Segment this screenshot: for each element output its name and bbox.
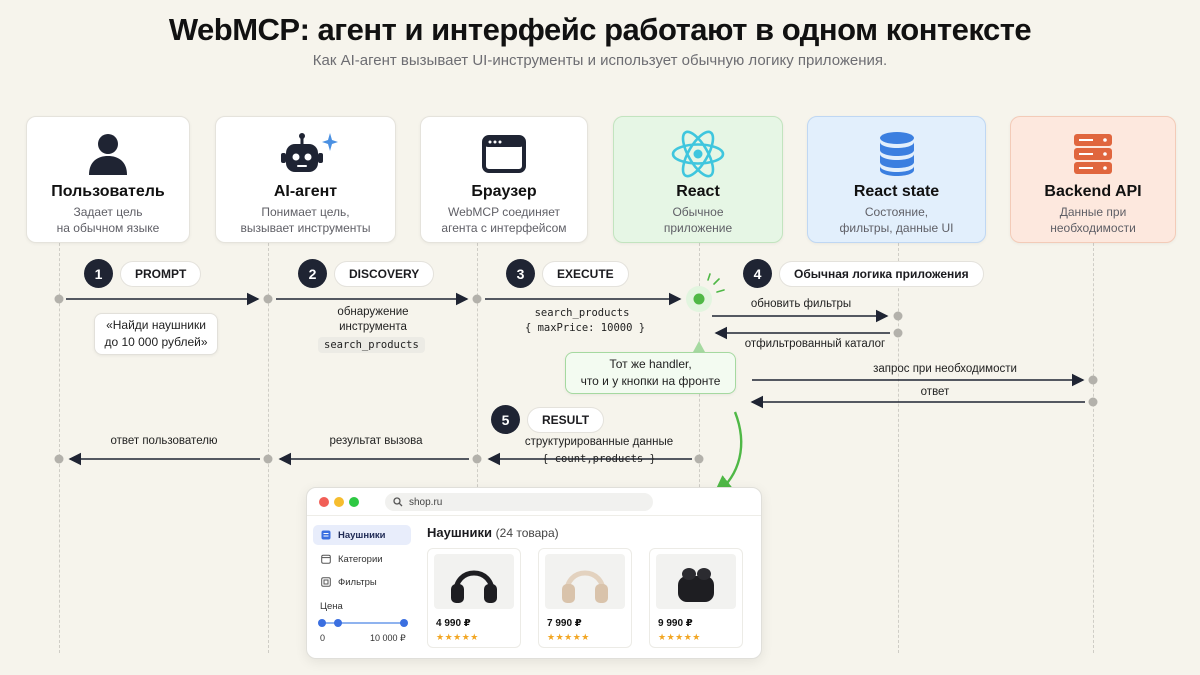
product-price: 7 990 ₽ — [547, 618, 582, 629]
call-result-label: результат вызова — [329, 435, 423, 447]
sidebar-item-label: Наушники — [338, 529, 386, 541]
robot-icon — [216, 131, 395, 177]
actor-card-browser: Браузер WebMCP соединяет агента с интерф… — [420, 116, 588, 243]
handler-note-text: Тот же handler, что и у кнопки на фронте — [580, 357, 721, 388]
arrow-to-ui — [712, 411, 743, 497]
actor-title: Пользователь — [51, 183, 165, 200]
step-label-result: RESULT — [527, 407, 605, 433]
actor-card-react: React Обычное приложение — [613, 116, 783, 243]
step-label-prompt: PROMPT — [120, 261, 202, 287]
browser-toolbar: shop.ru — [307, 488, 761, 516]
structured-data-label: структурированные данные — [524, 436, 674, 448]
product-rating: ★★★★★ — [547, 632, 590, 642]
close-dot[interactable] — [319, 497, 329, 507]
page-subtitle: Как AI-агент вызывает UI-инструменты и и… — [312, 52, 888, 69]
product-image-headphones-black — [434, 554, 514, 609]
address-url: shop.ru — [409, 496, 443, 508]
discovery-tool-name: search_products — [318, 337, 425, 353]
browser-window-icon — [421, 131, 587, 177]
calendar-icon — [321, 554, 331, 564]
actor-card-user: Пользователь Задает цель на обычном язык… — [26, 116, 190, 243]
actor-title: AI-агент — [273, 183, 338, 200]
catalog-title: Наушники — [427, 525, 493, 540]
price-slider-track[interactable] — [321, 622, 405, 624]
product-card[interactable]: 4 990 ₽ ★★★★★ — [427, 548, 521, 648]
database-icon — [808, 131, 985, 177]
product-price: 4 990 ₽ — [436, 618, 471, 629]
actor-card-state: React state Состояние, фильтры, данные U… — [807, 116, 986, 243]
execute-call-tool: search_products — [534, 307, 630, 319]
step-label-app-logic: Обычная логика приложения — [779, 261, 984, 287]
shop-browser-window: shop.ru Наушники Категории Фильтры Цена … — [306, 487, 762, 659]
actor-card-backend: Backend API Данные при необходимости — [1010, 116, 1176, 243]
actor-desc: WebMCP соединяет агента с интерфейсом — [441, 205, 567, 235]
sidebar-item-headphones[interactable]: Наушники — [313, 525, 411, 545]
price-slider-min-handle[interactable] — [318, 619, 326, 627]
actor-desc: Понимает цель, вызывает инструменты — [240, 205, 371, 235]
search-icon — [393, 497, 403, 507]
update-filters-label: обновить фильтры — [750, 298, 852, 310]
product-card[interactable]: 9 990 ₽ ★★★★★ — [649, 548, 743, 648]
filtered-catalog-label: отфильтрованный каталог — [744, 338, 886, 350]
step-number: 2 — [298, 259, 327, 288]
actor-desc: Состояние, фильтры, данные UI — [839, 205, 954, 235]
server-icon — [1011, 131, 1175, 177]
product-rating: ★★★★★ — [436, 632, 479, 642]
price-max-value: 10 000 ₽ — [370, 633, 406, 643]
actor-desc: Обычное приложение — [663, 205, 733, 235]
lifeline-backend — [1093, 243, 1094, 653]
product-card[interactable]: 7 990 ₽ ★★★★★ — [538, 548, 632, 648]
filter-icon — [321, 577, 331, 587]
discovery-label: обнаружение инструмента — [337, 306, 409, 333]
structured-data-code: { count,products } — [542, 453, 656, 465]
sidebar-item-label: Фильтры — [338, 576, 377, 588]
sidebar-item-label: Категории — [338, 553, 383, 565]
step-number: 5 — [491, 405, 520, 434]
user-icon — [27, 131, 189, 177]
lifeline-state — [898, 243, 899, 653]
list-icon — [321, 530, 331, 540]
prompt-text: «Найди наушники до 10 000 рублей» — [104, 318, 208, 349]
maximize-dot[interactable] — [349, 497, 359, 507]
actor-title: Backend API — [1044, 183, 1142, 200]
page-title: WebMCP: агент и интерфейс работают в одн… — [168, 12, 1032, 47]
actor-title: Браузер — [471, 183, 537, 200]
lifeline-react — [699, 243, 700, 653]
actor-desc: Данные при необходимости — [1050, 205, 1136, 235]
sidebar-item-categories[interactable]: Категории — [313, 549, 411, 569]
step-label-discovery: DISCOVERY — [334, 261, 435, 287]
catalog-count: (24 товара) — [495, 526, 559, 540]
product-rating: ★★★★★ — [658, 632, 701, 642]
address-bar[interactable]: shop.ru — [385, 493, 653, 511]
actor-title: React — [676, 183, 720, 200]
step-number: 1 — [84, 259, 113, 288]
react-logo-icon — [614, 130, 782, 178]
actor-title: React state — [853, 183, 940, 200]
lifeline-user — [59, 243, 60, 653]
catalog-heading: Наушники (24 товара) — [427, 525, 559, 540]
react-handler-node — [686, 273, 725, 312]
handler-note: Тот же handler, что и у кнопки на фронте — [565, 352, 736, 394]
product-price: 9 990 ₽ — [658, 618, 693, 629]
api-request-label: запрос при необходимости — [873, 363, 1017, 375]
step-label-execute: EXECUTE — [542, 261, 629, 287]
minimize-dot[interactable] — [334, 497, 344, 507]
sidebar-item-filters[interactable]: Фильтры — [313, 572, 411, 592]
actor-desc: Задает цель на обычном языке — [56, 205, 160, 235]
actor-card-agent: AI-агент Понимает цель, вызывает инструм… — [215, 116, 396, 243]
product-image-earbuds-case — [656, 554, 736, 609]
step-number: 4 — [743, 259, 772, 288]
price-filter-label: Цена — [320, 601, 343, 612]
price-min-value: 0 — [320, 633, 326, 643]
price-slider-max-handle[interactable] — [400, 619, 408, 627]
step-number: 3 — [506, 259, 535, 288]
api-response-label: ответ — [920, 386, 950, 398]
product-image-headphones-beige — [545, 554, 625, 609]
prompt-bubble: «Найди наушники до 10 000 рублей» — [94, 313, 218, 355]
lifeline-agent — [268, 243, 269, 653]
lifeline-browser — [477, 243, 478, 653]
reply-user-label: ответ пользователю — [110, 435, 218, 447]
price-slider-mid-handle[interactable] — [334, 619, 342, 627]
execute-call-args: { maxPrice: 10000 } — [524, 322, 646, 334]
